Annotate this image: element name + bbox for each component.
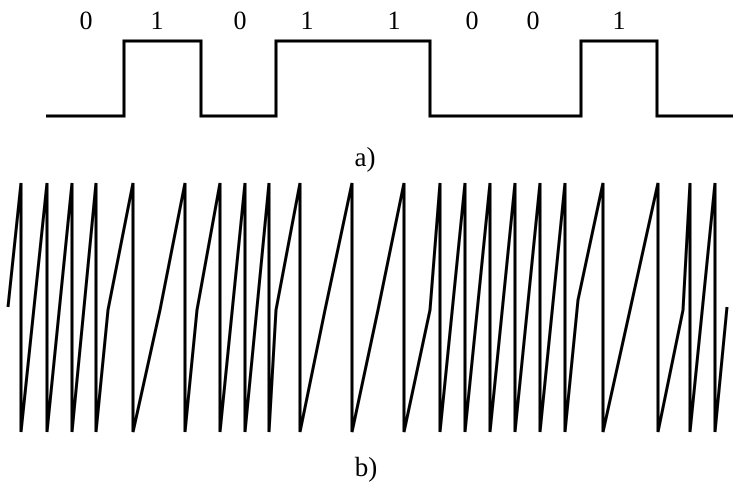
bit-label-2: 1 (151, 6, 164, 35)
bit-label-5: 1 (388, 6, 401, 35)
caption-a: a) (355, 142, 376, 172)
caption-b: b) (355, 452, 378, 482)
square-wave (46, 39, 733, 118)
bit-label-6: 0 (466, 6, 479, 35)
bit-label-3: 0 (234, 6, 247, 35)
bit-labels: 0 1 0 1 1 0 0 1 (80, 6, 626, 35)
bit-label-4: 1 (301, 6, 314, 35)
bit-label-8: 1 (613, 6, 626, 35)
bit-label-7: 0 (527, 6, 540, 35)
sawtooth-wave (6, 182, 729, 433)
bit-label-1: 0 (80, 6, 93, 35)
